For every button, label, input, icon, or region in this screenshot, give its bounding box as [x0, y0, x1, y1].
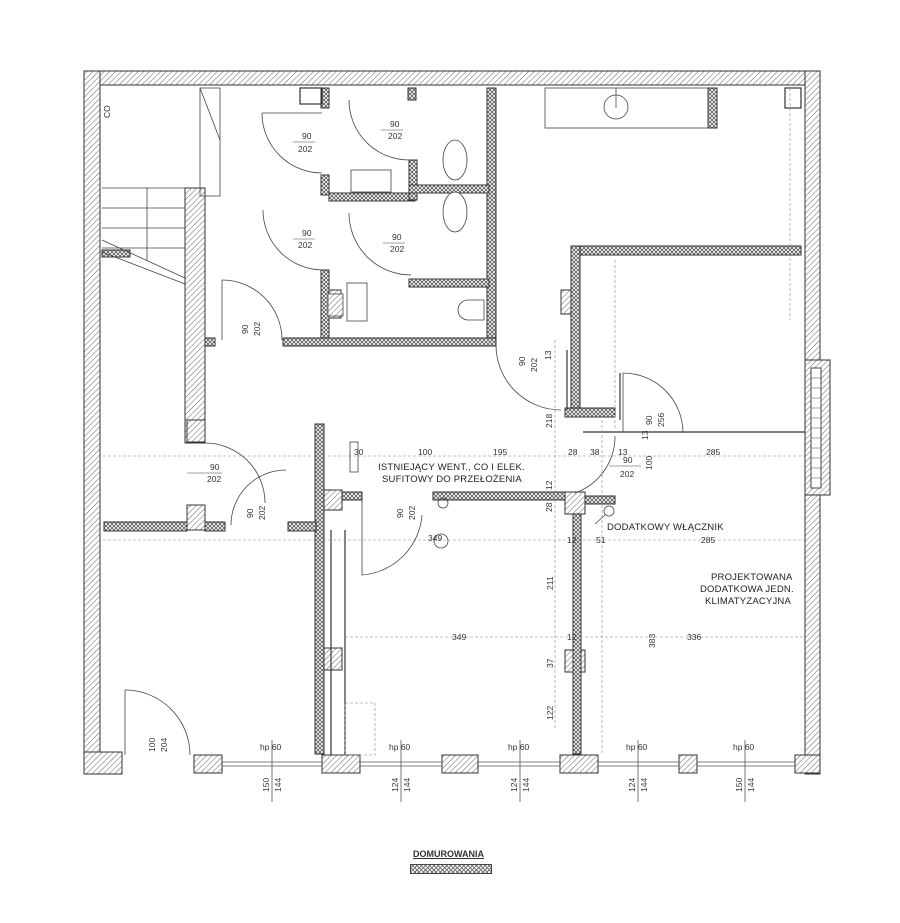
- svg-text:202: 202: [257, 506, 267, 520]
- svg-text:12: 12: [567, 535, 577, 545]
- svg-text:202: 202: [620, 469, 634, 479]
- svg-text:202: 202: [298, 240, 312, 250]
- svg-text:90: 90: [210, 462, 220, 472]
- svg-text:150: 150: [734, 778, 744, 792]
- svg-text:122: 122: [545, 706, 555, 720]
- dashed-lines: [103, 88, 805, 756]
- svg-text:202: 202: [388, 131, 402, 141]
- svg-text:13: 13: [618, 447, 628, 457]
- staircase: [101, 87, 221, 285]
- svg-text:90: 90: [390, 119, 400, 129]
- svg-text:13: 13: [640, 430, 650, 440]
- svg-text:285: 285: [701, 535, 715, 545]
- svg-text:90: 90: [302, 131, 312, 141]
- window-labels: hp 60 150 144 hp 60 124 144 hp 60 124 14…: [260, 742, 756, 792]
- ac-note-3: KLIMATYZACYJNA: [705, 596, 791, 607]
- svg-text:51: 51: [596, 535, 606, 545]
- svg-text:144: 144: [273, 778, 283, 792]
- svg-text:256: 256: [656, 413, 666, 427]
- svg-text:336: 336: [687, 632, 701, 642]
- legend-title: DOMUROWANIA: [413, 849, 484, 859]
- svg-text:90: 90: [245, 508, 255, 518]
- svg-text:204: 204: [159, 738, 169, 752]
- svg-text:144: 144: [402, 778, 412, 792]
- svg-text:202: 202: [529, 358, 539, 372]
- svg-text:90: 90: [240, 324, 250, 334]
- ac-note-1: PROJEKTOWANA: [711, 572, 793, 583]
- svg-text:90: 90: [644, 415, 654, 425]
- svg-text:CO: CO: [102, 105, 112, 118]
- svg-text:100: 100: [147, 738, 157, 752]
- svg-text:hp 60: hp 60: [260, 742, 282, 752]
- light-icons: [349, 441, 615, 549]
- svg-text:202: 202: [298, 144, 312, 154]
- switch-note: DODATKOWY WŁĄCZNIK: [607, 522, 724, 533]
- svg-text:211: 211: [545, 576, 555, 590]
- svg-text:124: 124: [627, 778, 637, 792]
- toilet-icon: [457, 299, 485, 321]
- annotations: ISTNIEJĄCY WENT., CO I ELEK. SUFITOWY DO…: [378, 462, 794, 607]
- svg-text:124: 124: [390, 778, 400, 792]
- svg-text:28: 28: [544, 502, 554, 512]
- svg-text:hp 60: hp 60: [733, 742, 755, 752]
- svg-text:hp 60: hp 60: [508, 742, 530, 752]
- svg-text:90: 90: [517, 356, 527, 366]
- legend-masonry-swatch: [410, 864, 492, 874]
- svg-text:90: 90: [302, 228, 312, 238]
- svg-text:202: 202: [207, 474, 221, 484]
- svg-text:hp 60: hp 60: [626, 742, 648, 752]
- svg-text:100: 100: [644, 456, 654, 470]
- vent-note: ISTNIEJĄCY WENT., CO I ELEK.: [378, 462, 525, 473]
- door-swings: [124, 99, 684, 756]
- svg-text:202: 202: [390, 244, 404, 254]
- svg-text:349: 349: [452, 632, 466, 642]
- toilet-icon: [442, 191, 468, 233]
- svg-text:90: 90: [623, 455, 633, 465]
- ac-note-2: DODATKOWA JEDN.: [700, 584, 794, 595]
- structural-walls: [184, 187, 586, 673]
- windows: [222, 740, 795, 802]
- lamp-icon: [433, 533, 449, 549]
- svg-text:144: 144: [521, 778, 531, 792]
- svg-text:349: 349: [428, 533, 442, 543]
- svg-text:383: 383: [647, 634, 657, 648]
- svg-text:195: 195: [493, 447, 507, 457]
- sink-icon: [350, 169, 392, 193]
- toilet-icon: [442, 139, 468, 181]
- svg-text:90: 90: [392, 232, 402, 242]
- outer-walls: [83, 70, 831, 775]
- svg-text:12: 12: [567, 632, 577, 642]
- partitions: [299, 87, 805, 755]
- svg-text:218: 218: [544, 414, 554, 428]
- svg-text:28: 28: [568, 447, 578, 457]
- vent-note-2: SUFITOWY DO PRZEŁOŻENIA: [382, 474, 522, 485]
- svg-text:202: 202: [252, 322, 262, 336]
- svg-text:30: 30: [354, 447, 364, 457]
- svg-text:150: 150: [261, 778, 271, 792]
- vent-grilles: [811, 377, 821, 479]
- svg-text:202: 202: [407, 506, 417, 520]
- svg-text:285: 285: [706, 447, 720, 457]
- svg-text:37: 37: [545, 658, 555, 668]
- switch-icon: [603, 505, 615, 517]
- door-labels: 90 202 90 202 90 202 90 202 90 202 90 20…: [102, 105, 666, 752]
- svg-text:38: 38: [590, 447, 600, 457]
- svg-text:13: 13: [543, 350, 553, 360]
- sink-icon: [346, 282, 368, 322]
- sanitary-fixtures: [327, 87, 709, 322]
- svg-text:100: 100: [418, 447, 432, 457]
- svg-text:hp 60: hp 60: [389, 742, 411, 752]
- svg-text:144: 144: [746, 778, 756, 792]
- svg-text:144: 144: [639, 778, 649, 792]
- svg-text:90: 90: [395, 508, 405, 518]
- masonry-walls: [101, 87, 802, 755]
- svg-text:124: 124: [509, 778, 519, 792]
- svg-text:12: 12: [544, 480, 554, 490]
- radiator-icon: [349, 441, 359, 473]
- dimension-labels: 30 100 195 28 38 13 285 12 28 218 13 12 …: [354, 350, 720, 720]
- lamp-icon: [437, 497, 449, 509]
